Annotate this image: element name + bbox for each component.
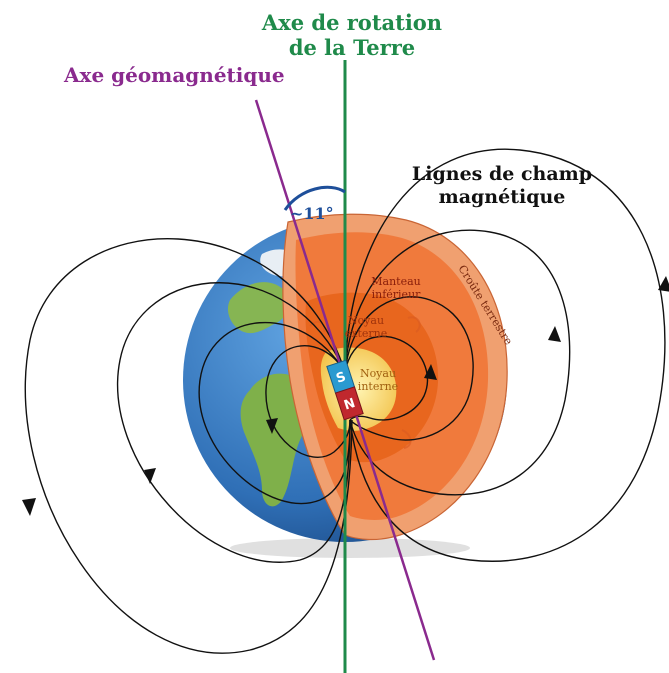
field-line-left-mid	[117, 282, 351, 563]
lower-mantle-label-line1: Manteau	[371, 275, 420, 288]
magnet-north-label: N	[342, 396, 357, 414]
arrow-left-inner	[266, 418, 278, 434]
bar-magnet: S N	[326, 359, 364, 421]
field-line-left-outer	[24, 238, 353, 654]
arrow-right-inner	[424, 364, 437, 380]
geomagnetic-axis-label: Axe géomagnétique	[63, 63, 285, 87]
field-line-right-inner	[344, 296, 474, 441]
field-lines-label-line1: Lignes de champ	[412, 163, 592, 185]
field-lines-label-line2: magnétique	[439, 186, 566, 208]
arrow-left-outer	[22, 498, 36, 516]
arrow-left-mid	[144, 468, 156, 484]
arrow-right-mid	[548, 326, 561, 342]
field-line-right-core	[344, 335, 428, 421]
field-arrows	[22, 276, 669, 516]
rotation-axis-label-line2: de la Terre	[289, 35, 415, 60]
field-line-right-outer	[344, 148, 666, 562]
inner-core-label-line1: Noyau	[360, 367, 396, 380]
continent-south-america	[240, 373, 311, 507]
lower-mantle-label-line2: inférieur	[372, 288, 422, 301]
field-line-right-mid	[344, 229, 571, 496]
field-line-left-inner	[198, 322, 351, 505]
arrow-right-outer	[658, 276, 669, 292]
angle-arc	[283, 185, 346, 211]
rotation-axis-label-line1: Axe de rotation	[261, 10, 442, 35]
continent-north-america	[227, 282, 290, 334]
inner-core-label-line2: interne	[358, 380, 398, 393]
magnet-north-pole	[334, 386, 364, 421]
magnet-south-label: S	[334, 370, 348, 387]
angle-label: ~11°	[290, 204, 334, 223]
outer-core-label-line2: externe	[345, 327, 388, 340]
globe-shadow	[230, 538, 470, 558]
outer-core-label-line1: Noyau	[348, 314, 384, 327]
field-lines	[24, 148, 666, 654]
